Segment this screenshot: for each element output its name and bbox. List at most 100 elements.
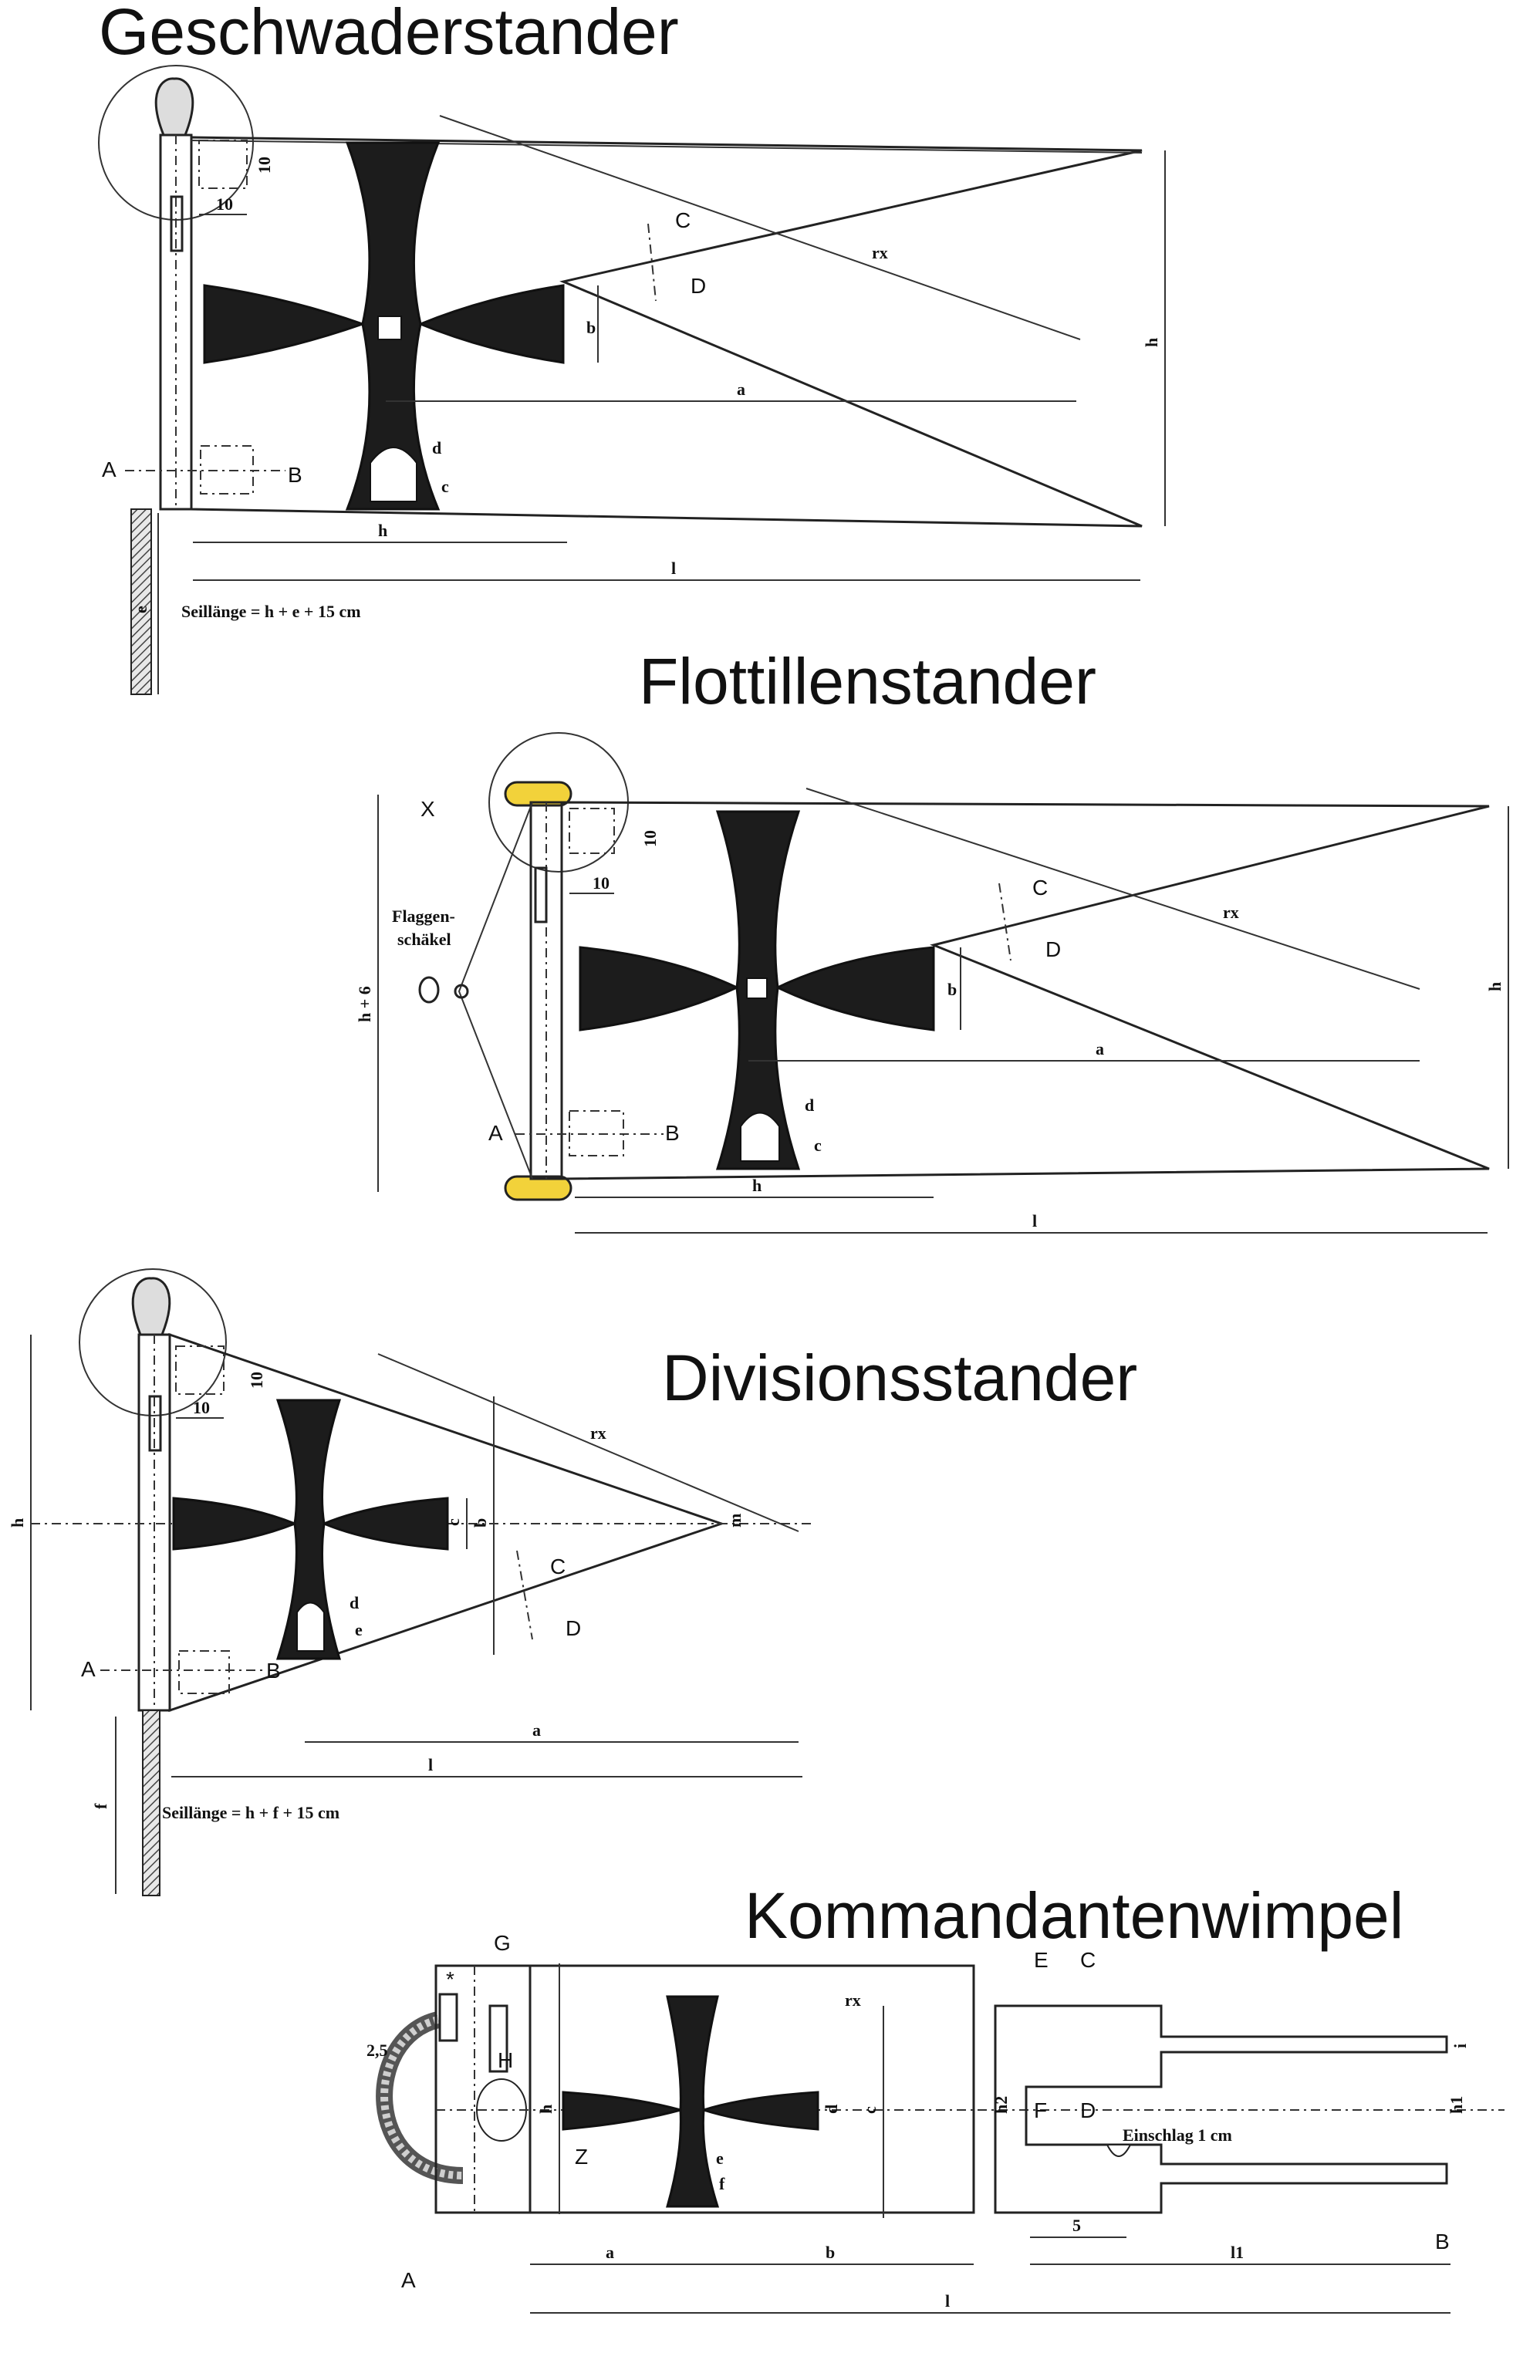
section-a-label: A [401,2268,416,2292]
section-cd-line [516,1550,533,1640]
rope-tail [142,1710,160,1896]
shackle-icon [418,976,440,1004]
detail-z-label: Z [575,2145,588,2169]
dim-c: c [441,477,449,496]
section-b-label: B [288,463,302,487]
dim-b: b [586,318,596,337]
shackle-rig [458,802,533,1180]
dim-b: b [826,2243,835,2262]
dim-d: d [350,1593,359,1612]
dim-d: d [432,438,441,457]
toggle-slot [488,2004,508,2073]
flottillenstander-title: Flottillenstander [639,645,1096,717]
dim-l1: l1 [1231,2243,1244,2262]
dim-rx: rx [1223,903,1239,922]
dim-rx: rx [872,243,888,262]
swallowtail-outline [190,136,1143,528]
dim-5: 5 [1072,2216,1081,2235]
rope-tail [130,508,152,695]
dim-l: l [945,2291,950,2311]
fold-notch [1106,2144,1132,2157]
cross-foot-cutout [740,1112,780,1162]
dim-d: d [822,2105,841,2114]
dim-c: c [444,1518,463,1526]
star-mark: * [446,1967,454,1991]
dim-f: f [719,2174,725,2193]
dim-l: l [671,559,676,578]
dim-10-horizontal: 10 [593,873,610,893]
dim-h-right: h [1485,982,1505,991]
dim-h-plus-6: h + 6 [355,986,374,1022]
section-d-label: D [566,1616,581,1640]
dim-b: b [947,980,957,999]
section-d-label: D [1045,937,1061,961]
rope-loop-icon [154,77,194,137]
dim-h: h [8,1518,27,1528]
dim-h-bottom: h [752,1176,762,1195]
section-cd-line [998,883,1011,961]
rope-length-note: Seillänge = h + f + 15 cm [162,1803,339,1822]
iron-cross-icon [562,1995,819,2208]
section-f-label: F [1034,2098,1047,2122]
dim-i: i [1451,2044,1470,2048]
top-edge [191,140,1143,154]
flottillenstander-drawing: Flottillenstander X Flaggen- schäkel 10 … [355,645,1509,1234]
dim-10-horizontal: 10 [193,1398,210,1417]
kommandantenwimpel-title: Kommandantenwimpel [745,1879,1403,1952]
cross-foot-cutout [296,1602,325,1652]
fold-note: Einschlag 1 cm [1123,2125,1232,2145]
dim-10-vertical: 10 [247,1372,266,1389]
section-g-label: G [494,1931,511,1955]
rope-loop-icon [131,1277,171,1336]
dim-a: a [606,2243,614,2262]
section-a-label: A [488,1121,503,1145]
dim-rx: rx [590,1423,606,1443]
pennant-body [529,1964,975,2214]
dim-h1: h1 [1447,2096,1466,2114]
dim-e: e [716,2149,724,2168]
rope-hook-strands [380,2016,464,2179]
dim-l: l [1032,1211,1037,1231]
section-b-label: B [266,1659,281,1683]
split-tail-outline [994,2004,1448,2214]
section-b-label: B [1435,2230,1450,2253]
dim-10-horizontal: 10 [216,194,233,214]
section-e-label: E [1034,1948,1049,1972]
dim-a: a [1096,1039,1104,1058]
dim-h-bottom: h [378,521,387,540]
section-c-label: C [675,208,691,232]
cross-center-mark [746,977,768,999]
corner-box [175,1345,225,1395]
geschwaderstander-title: Geschwaderstander [99,0,679,68]
dim-a: a [532,1720,541,1740]
dim-10-vertical: 10 [640,830,660,847]
dim-f: f [91,1803,110,1809]
swallowtail-outline [560,801,1490,1180]
section-c-label: C [550,1555,566,1578]
toggle-slot [148,1395,162,1452]
dim-rx: rx [845,1990,861,2010]
toggle-slot [170,195,184,252]
section-cd-line [647,223,657,302]
dim-10-vertical: 10 [255,157,274,174]
top-toggle-icon [504,781,572,807]
section-a-label: A [81,1657,96,1681]
dim-l: l [428,1755,433,1774]
toggle-slot [534,866,548,923]
geschwaderstander-drawing: Geschwaderstander 10 10 rx C D b a [98,0,1166,695]
shackle-ring-icon [454,984,469,999]
detail-circle [79,1268,227,1416]
dim-c: c [860,2106,880,2114]
divisionsstander-title: Divisionsstander [662,1342,1137,1414]
dim-m: m [725,1514,745,1528]
cross-foot-cutout [370,447,417,502]
section-c-label: C [1032,876,1048,900]
section-h-label: H [498,2048,513,2072]
section-d-label: D [691,274,706,298]
shackle-note-line1: Flaggen- [392,906,455,926]
dim-2-5: 2,5 [366,2041,388,2060]
kommandantenwimpel-drawing: Kommandantenwimpel * 2,5 G H Z A h c rx … [366,1879,1505,2314]
ab-box [569,1110,624,1156]
section-a-label: A [102,457,117,481]
